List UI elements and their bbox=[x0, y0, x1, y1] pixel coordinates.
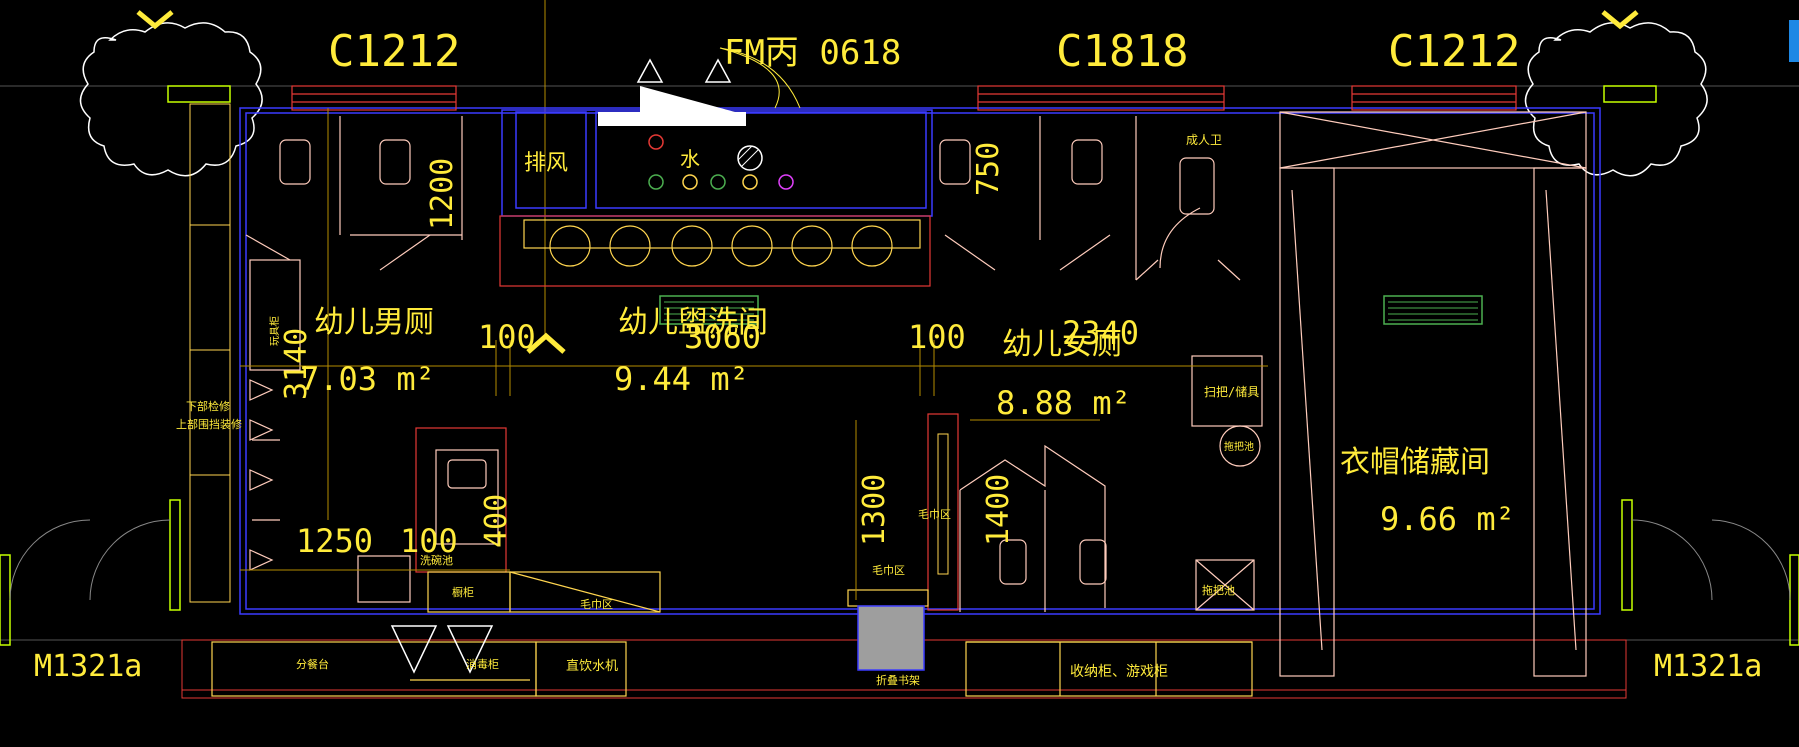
dim-3060: 3060 bbox=[684, 318, 761, 356]
label-under-counter: 下部检修 bbox=[186, 399, 230, 413]
dim-2340: 2340 bbox=[1062, 314, 1139, 352]
window-center-label: C1818 bbox=[1056, 26, 1188, 77]
arrow-left-icon bbox=[136, 10, 174, 30]
room-storage-area: 9.66 m² bbox=[1380, 500, 1515, 538]
dim-100-b: 100 bbox=[908, 318, 966, 356]
label-mop-1: 拖把池 bbox=[1224, 440, 1254, 453]
dim-1300: 1300 bbox=[857, 474, 892, 546]
arrow-right-icon bbox=[1601, 10, 1639, 30]
label-disinfect: 消毒柜 bbox=[466, 657, 499, 671]
scrollbar-tab[interactable] bbox=[1789, 20, 1799, 62]
room-girls-toilet-name: 幼儿女厕 bbox=[1002, 327, 1122, 362]
label-under-counter-2: 上部围挡装修 bbox=[176, 417, 242, 431]
room-washroom-area: 9.44 m² bbox=[614, 360, 749, 398]
room-storage-name: 衣帽储藏间 bbox=[1340, 445, 1490, 480]
dim-1200: 1200 bbox=[425, 158, 460, 230]
tree-left-icon bbox=[79, 22, 263, 177]
label-adult-toilet: 成人卫 bbox=[1186, 133, 1222, 147]
dim-100-a: 100 bbox=[478, 318, 536, 356]
label-shoe: 折叠书架 bbox=[876, 673, 920, 687]
triangle-marker-left-icon bbox=[636, 58, 664, 83]
label-toy: 玩具柜 bbox=[268, 316, 281, 346]
label-towel-3: 毛巾区 bbox=[918, 507, 951, 521]
label-towel-2: 毛巾区 bbox=[872, 563, 905, 577]
fire-door-label: FM丙 0618 bbox=[724, 33, 901, 73]
dim-750: 750 bbox=[971, 142, 1006, 196]
label-locker: 收纳柜、游戏柜 bbox=[1070, 664, 1168, 680]
window-right-label: C1212 bbox=[1388, 26, 1520, 77]
dim-400: 400 bbox=[479, 494, 514, 548]
room-washroom-name: 幼儿盥洗间 bbox=[618, 305, 768, 340]
down-triangle-right-icon bbox=[446, 625, 494, 674]
label-broom: 扫把/储具 bbox=[1204, 384, 1259, 399]
label-water-dispenser: 直饮水机 bbox=[566, 659, 618, 674]
label-washbasin: 洗碗池 bbox=[420, 553, 453, 567]
room-boys-toilet-area: 7.03 m² bbox=[300, 360, 435, 398]
tree-right-icon bbox=[1524, 22, 1708, 177]
label-serving: 分餐台 bbox=[296, 657, 329, 671]
label-exhaust: 排风 bbox=[524, 151, 568, 176]
cursor-arrow-icon bbox=[526, 332, 566, 354]
dim-3140: 3140 bbox=[279, 328, 314, 400]
label-mop-2: 拖把池 bbox=[1202, 583, 1235, 597]
triangle-marker-right-icon bbox=[704, 58, 732, 83]
down-triangle-left-icon bbox=[390, 625, 438, 674]
dim-1400: 1400 bbox=[981, 474, 1016, 546]
window-left-label: C1212 bbox=[328, 26, 460, 77]
dim-1250: 1250 bbox=[296, 522, 373, 560]
room-girls-toilet-area: 8.88 m² bbox=[996, 384, 1131, 422]
door-left-label: M1321a bbox=[34, 649, 142, 684]
dim-100-c: 100 bbox=[400, 522, 458, 560]
label-towel-1: 毛巾区 bbox=[580, 597, 613, 611]
label-cupboard: 橱柜 bbox=[452, 585, 474, 599]
label-water: 水 bbox=[680, 147, 700, 171]
room-boys-toilet-name: 幼儿男厕 bbox=[314, 305, 434, 340]
door-right-label: M1321a bbox=[1654, 649, 1762, 684]
